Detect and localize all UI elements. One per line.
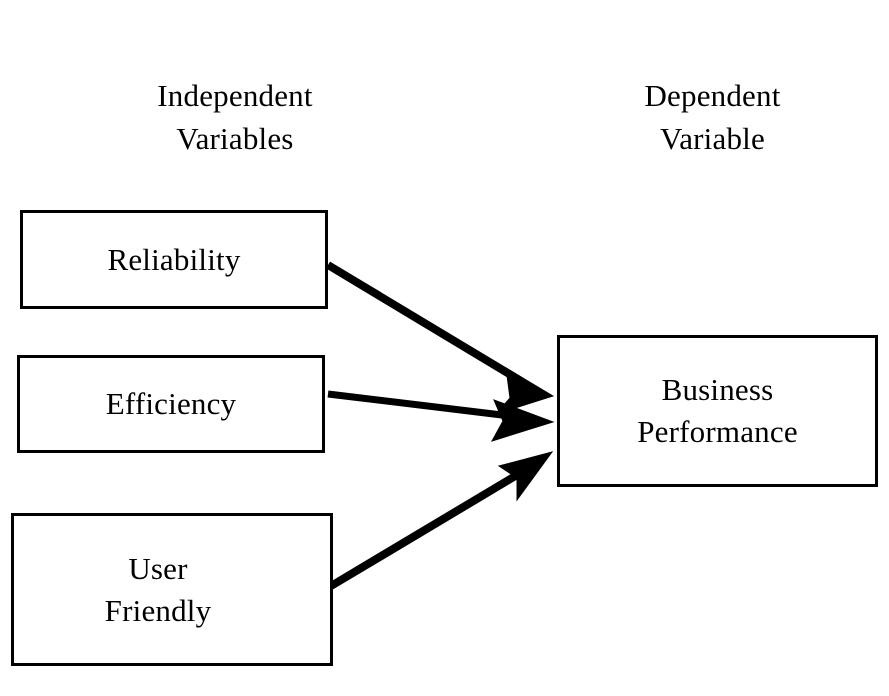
- column-header-dependent-variable: Dependent Variable: [644, 78, 781, 156]
- node-label-business-performance: Business Performance: [637, 372, 798, 449]
- node-box-efficiency[interactable]: Efficiency: [17, 355, 325, 453]
- node-box-reliability[interactable]: Reliability: [20, 210, 328, 309]
- node-box-user-friendly[interactable]: User Friendly: [11, 513, 333, 666]
- node-box-business-performance[interactable]: Business Performance: [557, 335, 878, 487]
- node-label-reliability: Reliability: [107, 241, 241, 277]
- column-header-independent-variables: Independent Variables: [157, 78, 313, 156]
- node-label-efficiency: Efficiency: [105, 386, 237, 422]
- arrow-efficiency-to-business-performance: [327, 390, 555, 442]
- node-label-user-friendly: User Friendly: [104, 550, 212, 628]
- arrow-user-friendly-to-business-performance: [328, 451, 554, 590]
- arrow-reliability-to-business-performance: [325, 261, 555, 416]
